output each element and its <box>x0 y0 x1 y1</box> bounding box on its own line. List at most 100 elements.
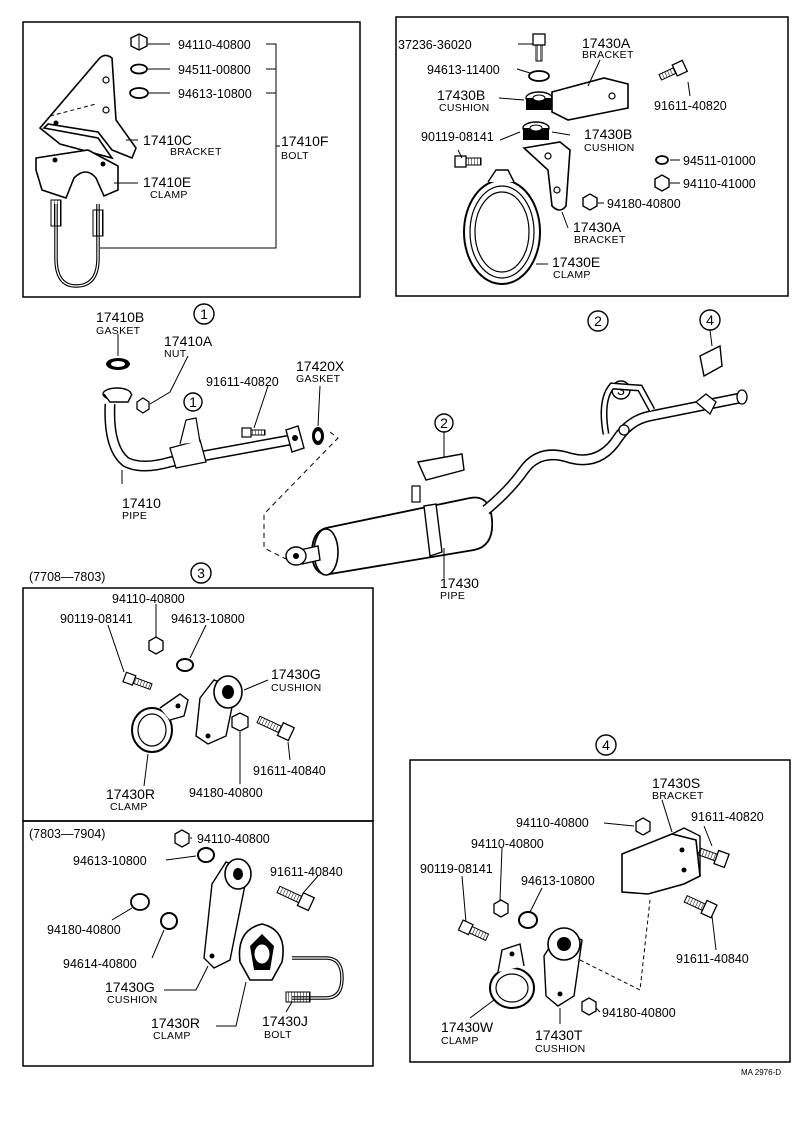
bracket-shape <box>551 77 629 121</box>
label-left-bolt: 90119-08141 <box>420 862 493 876</box>
nut-icon <box>493 899 509 918</box>
nut-icon <box>654 174 670 192</box>
clamp-shape <box>131 693 189 753</box>
gasket-icon <box>312 427 324 445</box>
bolt-icon <box>276 885 316 912</box>
joint-flange-shape <box>285 425 305 453</box>
label-cushion-mid-name: CUSHION <box>584 142 635 154</box>
label-clamp-name: CLAMP <box>150 189 188 201</box>
label-flange-nut: 94180-40800 <box>602 1006 676 1020</box>
panel-e-hanger-detail: 4 <box>409 734 791 1063</box>
cushion-shape <box>543 927 583 1007</box>
label-bracket-top-name: BRACKET <box>582 49 634 61</box>
label-bolt: 91611-40820 <box>206 375 279 389</box>
label-clamp-name: CLAMP <box>441 1035 479 1047</box>
label-cushion-name: CUSHION <box>107 994 158 1006</box>
spring-washer-icon <box>130 63 148 75</box>
hanger-bracket-shape <box>699 329 723 378</box>
label-gasket2-pn: 17420X <box>296 358 345 374</box>
washer-icon <box>197 847 215 863</box>
label-flange-nut: 94180-40800 <box>47 923 121 937</box>
label-cushion-name: CUSHION <box>535 1043 586 1055</box>
label-washer: 94613-11400 <box>427 63 500 77</box>
label-cushion-name: CUSHION <box>271 682 322 694</box>
nut-icon <box>136 397 150 414</box>
label-bracket-pn: 17410C <box>143 132 192 148</box>
label-washer: 94613-10800 <box>73 854 147 868</box>
callout-1-pipe: 1 <box>183 392 203 412</box>
label-bracket-top-pn: 17430A <box>582 35 631 51</box>
label-cushion-pn: 17430T <box>535 1027 583 1043</box>
label-bolt-name: BOLT <box>264 1029 292 1041</box>
label-gasket-name: GASKET <box>96 325 141 337</box>
figure-code: MA 2976-D <box>741 1068 781 1077</box>
nut-icon <box>635 817 651 836</box>
label-clamp-name: CLAMP <box>553 269 591 281</box>
panel-a-frame <box>22 21 361 298</box>
label-pipe1-name: PIPE <box>122 510 147 522</box>
spring-washer-icon <box>655 155 669 165</box>
svg-text:4: 4 <box>602 737 610 753</box>
label-left-bolt: 90119-08141 <box>421 130 494 144</box>
flange-nut-icon <box>581 997 597 1016</box>
panel-e-frame <box>409 759 791 1063</box>
label-right-bolt: 91611-40840 <box>253 764 326 778</box>
front-pipe-shape <box>102 387 291 472</box>
tail-pipe-shape <box>482 382 748 515</box>
clamp-shape <box>238 923 284 981</box>
bolt-icon <box>697 847 730 869</box>
label-flange-nut: 94180-40800 <box>607 197 681 211</box>
label-bracket-low-pn: 17430A <box>573 219 622 235</box>
label-nut: 94110-41000 <box>683 177 756 191</box>
flange-nut-icon <box>582 193 598 211</box>
label-spring-washer: 94511-01000 <box>683 154 756 168</box>
nut-icon <box>174 829 190 848</box>
svg-text:4: 4 <box>706 312 714 328</box>
label-bracket-name: BRACKET <box>170 146 222 158</box>
label-clamp-pn: 17410E <box>143 174 191 190</box>
cushion-shape <box>203 858 252 969</box>
label-washer2: 94614-40800 <box>63 957 137 971</box>
svg-text:2: 2 <box>594 313 602 329</box>
label-cushion-mid-pn: 17430B <box>584 126 632 142</box>
clamp-shape <box>489 943 535 1009</box>
callout-2-pipe: 2 <box>434 413 454 433</box>
gasket-icon <box>106 358 130 370</box>
svg-text:2: 2 <box>440 415 448 431</box>
panel-d-range: (7803—7904) <box>29 827 105 841</box>
label-cushion-pn: 17430G <box>105 979 155 995</box>
label-pipe1-pn: 17410 <box>122 495 161 511</box>
panel-d-frame <box>22 820 374 1067</box>
callout-4-panel: 4 <box>595 734 617 756</box>
label-washer: 94613-10800 <box>521 874 595 888</box>
label-cushion-pn: 17430G <box>271 666 321 682</box>
label-left-bolt: 90119-08141 <box>60 612 133 626</box>
bolt-icon <box>122 671 153 691</box>
label-gasket-pn: 17410B <box>96 309 144 325</box>
svg-text:1: 1 <box>189 394 197 410</box>
bracket-shape <box>38 54 137 160</box>
main-exhaust-assembly: 1 1 2 2 4 3 <box>96 303 748 602</box>
bolt-icon <box>454 155 482 168</box>
label-bracket-name: BRACKET <box>652 790 704 802</box>
label-washer: 94613-10800 <box>171 612 245 626</box>
bolt-icon <box>532 33 546 62</box>
label-nut: 94110-40800 <box>178 38 251 52</box>
clamp-shape <box>35 149 119 199</box>
clamp-ring-shape <box>463 169 541 285</box>
washer-icon <box>518 911 538 929</box>
panel-a-bracket-detail: 94110-40800 94511-00800 94613-10800 1741… <box>22 21 361 298</box>
label-clamp-name: CLAMP <box>110 801 148 813</box>
panel-c-range: (7708—7803) <box>29 570 105 584</box>
callout-4-pipe: 4 <box>699 309 721 331</box>
dashed-alignment-line <box>579 899 651 991</box>
cushion-shape <box>195 675 243 745</box>
cushion-icon <box>522 121 550 140</box>
label-nut-pn: 17410A <box>164 333 213 349</box>
label-right-bolt: 91611-40820 <box>654 99 727 113</box>
label-bracket-pn: 17430S <box>652 775 700 791</box>
label-bolt-pn: 17430J <box>262 1013 308 1029</box>
nut-icon <box>148 636 164 655</box>
u-bolt-shape <box>285 956 344 1003</box>
